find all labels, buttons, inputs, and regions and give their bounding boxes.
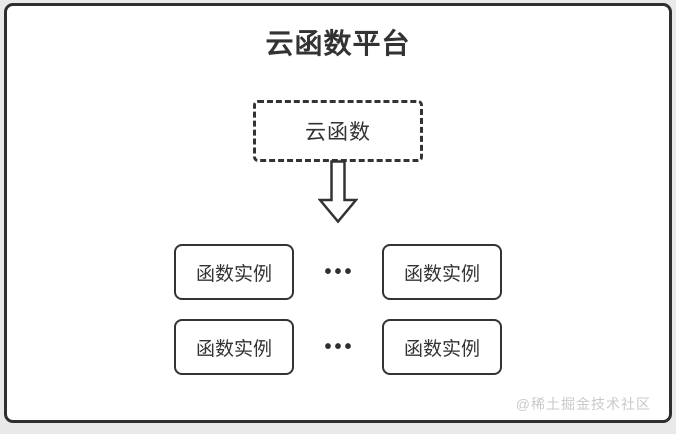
function-instance-node: 函数实例 [382,319,502,375]
ellipsis-dots: ••• [324,261,355,283]
function-instance-node: 函数实例 [174,319,294,375]
function-instance-label: 函数实例 [195,263,272,285]
watermark: @稀土掘金技术社区 [515,396,651,412]
instances-grid: 函数实例 ••• 函数实例 函数实例 ••• 函数实例 [174,244,502,375]
function-instance-node: 函数实例 [174,244,294,300]
function-instance-label: 函数实例 [403,263,480,285]
function-instance-label: 函数实例 [403,338,480,360]
function-instance-label: 函数实例 [195,338,272,360]
instances-row: 函数实例 ••• 函数实例 [174,244,502,300]
instances-row: 函数实例 ••• 函数实例 [174,319,502,375]
down-arrow-icon [318,160,358,224]
function-instance-node: 函数实例 [382,244,502,300]
cloud-function-node: 云函数 [253,100,423,162]
platform-container: 云函数平台 云函数 函数实例 ••• 函数实例 函数实例 ••• 函数实例 @稀… [4,3,672,423]
ellipsis-dots: ••• [324,336,355,358]
diagram-title: 云函数平台 [265,28,411,59]
cloud-function-label: 云函数 [305,121,371,144]
